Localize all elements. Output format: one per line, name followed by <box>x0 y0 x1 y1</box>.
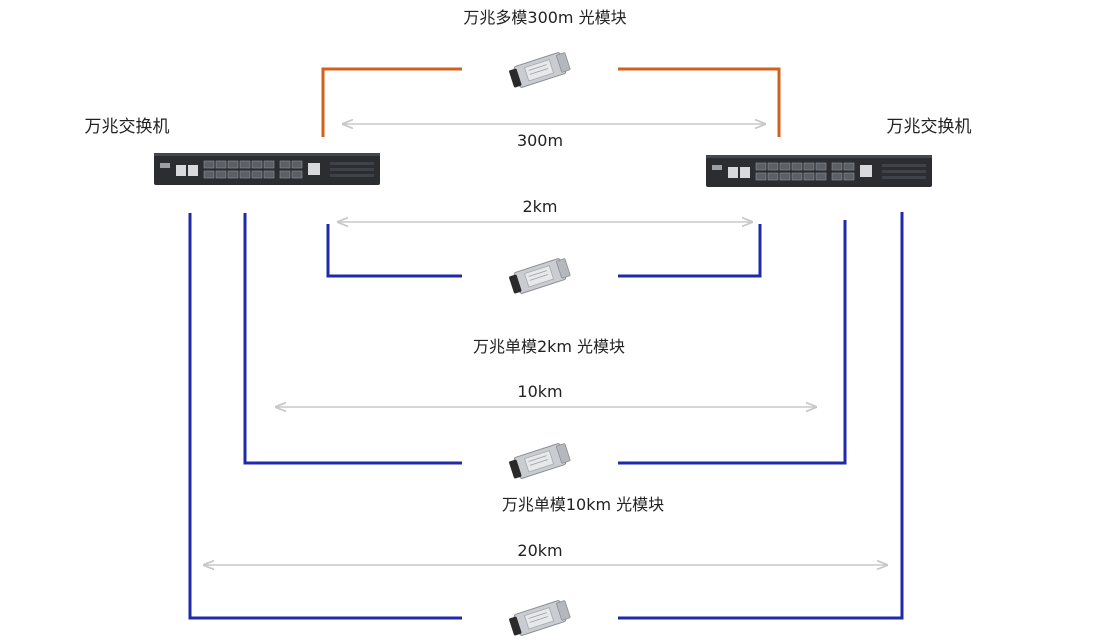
singlemode-fiber-link-2km <box>326 224 762 278</box>
distance-label-20km: 20km <box>517 541 562 560</box>
sfp-transceiver-icon <box>507 256 572 297</box>
singlemode-fiber-link-20km <box>188 212 904 620</box>
sfp-transceiver-icon <box>507 50 572 91</box>
sfp-transceiver-icon <box>507 598 572 639</box>
sfp-transceiver-icon <box>507 441 572 482</box>
singlemode-fiber-link-10km <box>243 213 847 465</box>
switch-label-right: 万兆交换机 <box>887 117 972 137</box>
distance-label-300m: 300m <box>517 131 563 150</box>
distance-label-10km: 10km <box>517 382 562 401</box>
module-label-singlemode-2km: 万兆单模2km 光模块 <box>473 337 625 356</box>
network-switch-icon <box>153 152 381 186</box>
network-switch-icon <box>705 154 933 188</box>
distance-label-2km: 2km <box>522 197 557 216</box>
multimode-fiber-link <box>321 67 781 137</box>
module-label-singlemode-10km: 万兆单模10km 光模块 <box>502 495 664 514</box>
module-label-multimode-300m: 万兆多模300m 光模块 <box>463 8 626 27</box>
switch-label-left: 万兆交换机 <box>85 117 170 137</box>
